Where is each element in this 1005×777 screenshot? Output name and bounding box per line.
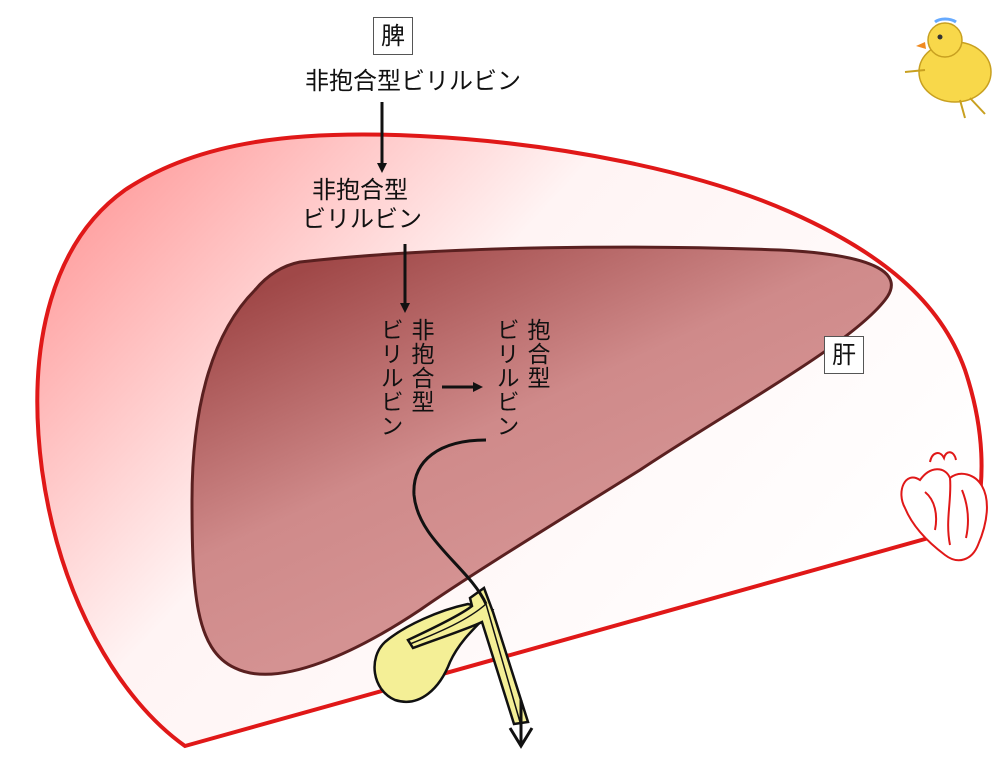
liver-unconjugated-line1: 非抱合型 — [407, 318, 433, 414]
liver-shape — [190, 245, 893, 676]
spleen-label: 脾 — [381, 22, 405, 50]
liver-conjugated-line2: ビリルビン — [492, 318, 518, 438]
spleen-label-box: 脾 — [373, 17, 413, 55]
liver-unconjugated-line2: ビリルビン — [376, 318, 402, 438]
liver-conjugated-line1: 抱合型 — [523, 318, 549, 390]
bile-flow-curve — [412, 438, 488, 605]
blood-bilirubin-line1: 非抱合型 — [312, 176, 408, 204]
spleen-bilirubin-text: 非抱合型ビリルビン — [305, 67, 521, 95]
liver-label: 肝 — [832, 341, 856, 369]
blood-bilirubin-line2: ビリルビン — [302, 205, 422, 233]
cystic-duct-inner-line — [409, 603, 521, 723]
liver-label-box: 肝 — [824, 336, 864, 374]
heart-outline-icon — [900, 451, 988, 562]
bile-exit-arrow — [508, 700, 534, 749]
chick-illustration-icon — [904, 17, 992, 119]
